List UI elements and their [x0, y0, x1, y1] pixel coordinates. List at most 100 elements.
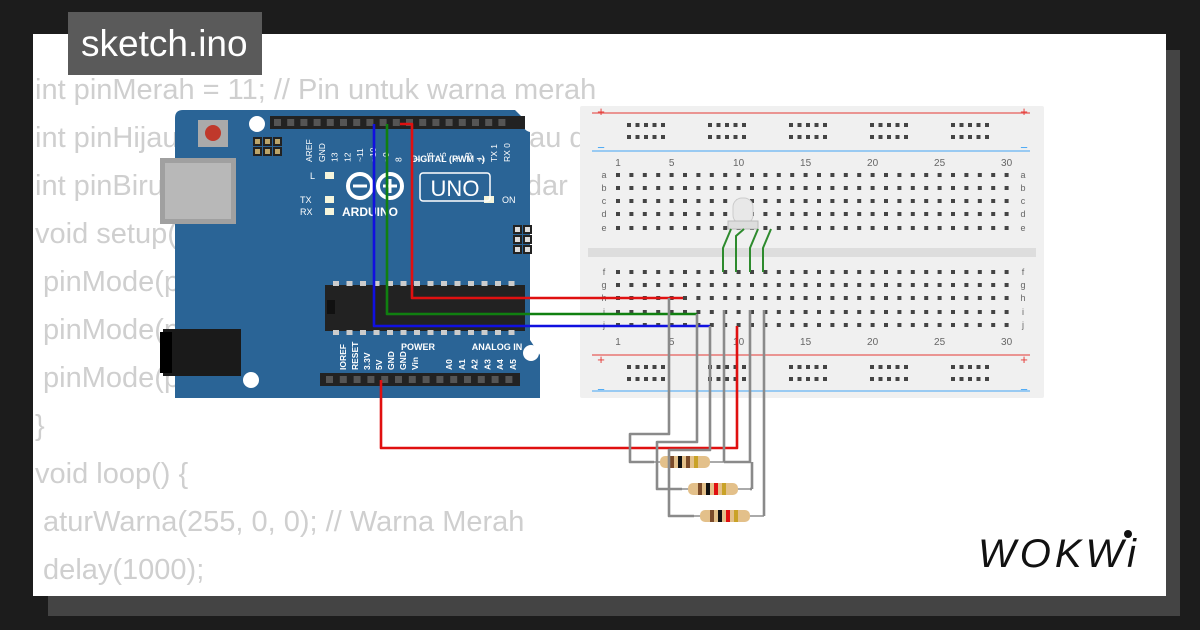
breadboard-hole — [763, 186, 768, 190]
pin-label: ~3 — [464, 152, 474, 162]
breadboard-hole — [776, 270, 781, 274]
resistor-band — [722, 483, 726, 495]
breadboard-hole — [669, 226, 674, 230]
chip-pin — [346, 330, 353, 335]
breadboard-hole — [817, 173, 821, 177]
breadboard-hole — [696, 212, 701, 216]
breadboard-hole — [964, 186, 969, 190]
resistor-band — [714, 483, 718, 495]
breadboard-hole — [733, 377, 738, 381]
breadboard-hole — [937, 283, 942, 287]
chip-pin — [400, 281, 407, 286]
row-letter: a — [1020, 170, 1025, 180]
header-pin — [485, 119, 493, 126]
chip-pin — [495, 330, 501, 335]
breadboard-hole — [937, 173, 942, 177]
row-letter: b — [1020, 183, 1025, 193]
breadboard-hole — [708, 135, 712, 139]
header-pin — [339, 376, 347, 383]
breadboard-hole — [790, 226, 795, 230]
breadboard-hole — [904, 123, 908, 127]
breadboard-hole — [656, 283, 661, 287]
breadboard-hole — [977, 270, 982, 274]
header-pin — [366, 119, 374, 126]
breadboard-hole — [878, 123, 883, 127]
power-pin-label: 3.3V — [362, 352, 372, 370]
code-line: void loop() { — [35, 458, 189, 490]
analog-pin-label: A4 — [495, 359, 505, 370]
breadboard-hole — [991, 226, 996, 230]
breadboard-hole — [716, 365, 721, 369]
breadboard-hole — [910, 270, 915, 274]
breadboard-hole — [723, 186, 728, 190]
breadboard-hole — [709, 186, 714, 190]
breadboard-hole — [797, 135, 802, 139]
breadboard-hole — [683, 173, 687, 177]
breadboard-hole — [951, 310, 955, 314]
breadboard-hole — [629, 226, 634, 230]
led-label-tx: TX — [300, 195, 312, 205]
breadboard-hole — [887, 365, 891, 369]
chip-pin — [481, 330, 488, 335]
breadboard-hole — [910, 226, 915, 230]
breadboard-hole — [733, 135, 738, 139]
breadboard-hole — [763, 323, 768, 327]
mounting-hole — [249, 116, 265, 132]
breadboard-hole — [661, 377, 665, 381]
reset-button — [205, 125, 221, 141]
breadboard-hole — [742, 135, 746, 139]
breadboard-hole — [709, 310, 714, 314]
power-pin-label: GND — [398, 351, 408, 370]
led-label-rx: RX — [300, 207, 313, 217]
header-pin — [367, 376, 375, 383]
chip-pin — [373, 330, 380, 335]
breadboard-hole — [830, 270, 835, 274]
breadboard-hole — [924, 283, 929, 287]
breadboard-hole — [924, 199, 929, 203]
breadboard-hole — [803, 212, 808, 216]
breadboard-hole — [716, 123, 721, 127]
breadboard-hole — [709, 173, 714, 177]
icsp-pin-gold — [275, 139, 280, 144]
file-tab[interactable]: sketch.ino — [68, 12, 262, 75]
breadboard-hole — [951, 270, 955, 274]
breadboard-hole — [910, 173, 915, 177]
breadboard-hole — [887, 123, 891, 127]
chip-notch — [327, 300, 335, 314]
column-number: 20 — [867, 158, 879, 169]
breadboard-hole — [763, 296, 768, 300]
breadboard-hole — [951, 365, 955, 369]
header-pin — [313, 119, 321, 126]
header-pin — [406, 119, 413, 126]
breadboard-hole — [968, 365, 972, 369]
breadboard-hole — [977, 212, 982, 216]
breadboard-hole — [776, 283, 781, 287]
resistor-band — [734, 510, 738, 522]
breadboard-hole — [1004, 270, 1009, 274]
breadboard-hole — [790, 186, 795, 190]
breadboard-hole — [763, 199, 768, 203]
breadboard-hole — [629, 283, 634, 287]
breadboard-hole — [843, 199, 848, 203]
wire-blue-pin9 — [372, 124, 710, 328]
rail-plus-label: + — [597, 104, 605, 119]
breadboard-hole — [669, 283, 674, 287]
rgb-led-body — [732, 197, 754, 225]
breadboard-hole — [904, 365, 908, 369]
breadboard-hole — [924, 226, 929, 230]
breadboard-hole — [716, 135, 721, 139]
breadboard-hole — [843, 212, 848, 216]
breadboard-hole — [644, 123, 648, 127]
resistor-band — [726, 510, 730, 522]
row-letter: d — [1020, 209, 1025, 219]
breadboard-hole — [985, 123, 989, 127]
breadboard-hole — [870, 323, 875, 327]
breadboard-hole — [910, 186, 915, 190]
breadboard-hole — [951, 186, 955, 190]
breadboard-hole — [937, 199, 942, 203]
icsp-pin-silver — [515, 227, 520, 232]
breadboard-hole — [910, 323, 915, 327]
breadboard-hole — [736, 173, 741, 177]
